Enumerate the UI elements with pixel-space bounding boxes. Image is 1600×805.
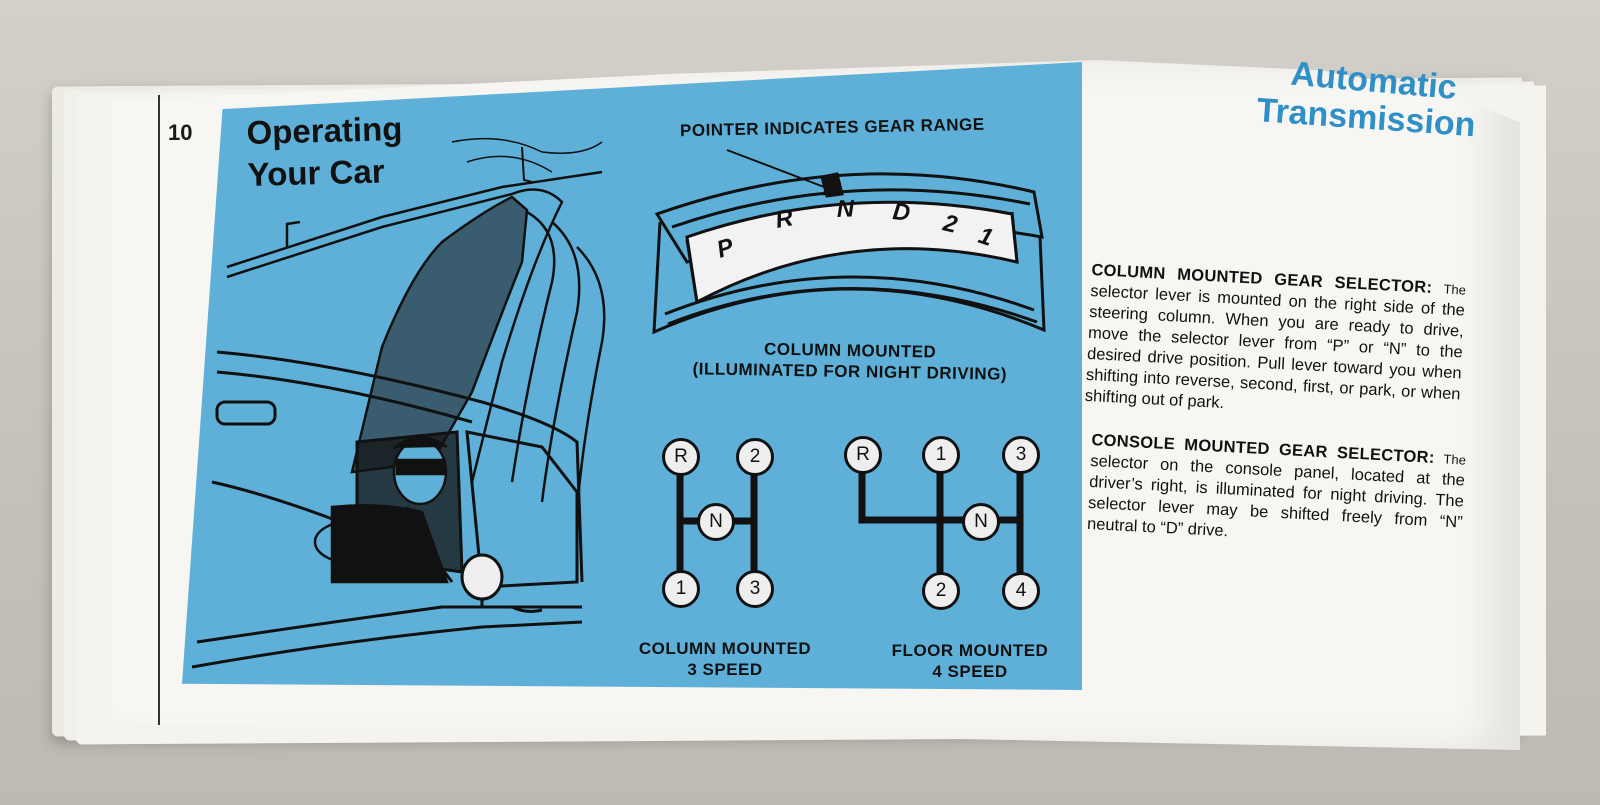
four-speed-caption: FLOOR MOUNTED 4 SPEED [850,640,1090,682]
gear-dial-drawing [652,149,1046,335]
panel-title-line: Your Car [247,152,385,193]
caption-line: 3 SPEED [687,660,763,679]
gear-knob-1: 1 [662,570,700,608]
caption-line: FLOOR MOUNTED [891,641,1049,660]
page-margin-rule [158,95,160,725]
gear-knob-n: N [962,503,1000,541]
panel-title-line: Operating [246,109,403,151]
caption-line: 4 SPEED [932,662,1008,681]
gear-knob-3: 3 [1002,436,1040,474]
console-selector-paragraph: CONSOLE MOUNTED GEAR SELECTOR: The selec… [1087,430,1467,554]
dial-letter: R [773,204,795,234]
caption-line: COLUMN MOUNTED [638,639,812,658]
driver-figure-drawing [313,436,449,584]
paragraph-heading-tail: The [1443,451,1467,468]
gear-knob-n: N [697,503,735,541]
gear-knob-r: R [844,436,882,474]
panel-title: Operating Your Car [246,108,404,196]
column-mounted-label: COLUMN MOUNTED (ILLUMINATED FOR NIGHT DR… [630,336,1071,386]
dial-letter: 2 [940,209,961,239]
gear-knob-2: 2 [922,572,960,610]
dial-letter: D [891,198,911,227]
gear-knob-r: R [662,438,700,476]
three-speed-caption: COLUMN MOUNTED 3 SPEED [605,638,845,680]
page-number: 10 [168,120,193,145]
section-title: Automatic Transmission [1255,55,1476,145]
paragraph-body: selector lever is mounted on the right s… [1084,281,1466,413]
gear-knob-2: 2 [736,438,774,476]
gear-knob-4: 4 [1002,572,1040,610]
dial-letter: N [836,195,855,223]
gear-knob-3: 3 [736,570,774,608]
paragraph-heading-tail: The [1443,281,1467,298]
column-selector-paragraph: COLUMN MOUNTED GEAR SELECTOR: The select… [1084,260,1466,426]
illustration-lineart: P R N D 2 1 [191,137,1046,669]
gear-knob-1: 1 [922,436,960,474]
